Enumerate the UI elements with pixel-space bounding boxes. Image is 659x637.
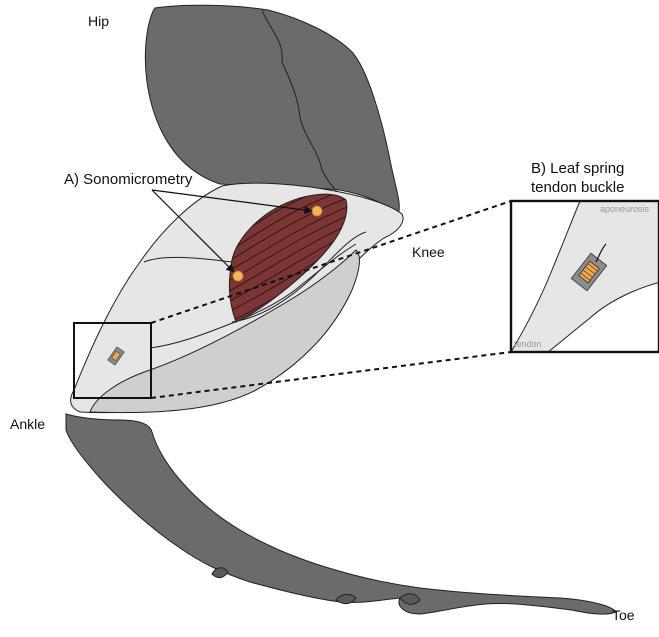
label-sonomicrometry: A) Sonomicrometry	[64, 171, 193, 188]
label-leaf-spring-line2: tendon buckle	[531, 179, 624, 196]
label-aponeurosis: aponeurosis	[600, 204, 650, 214]
label-toe: Toe	[612, 607, 635, 623]
label-leaf-spring-line1: B) Leaf spring	[531, 160, 624, 177]
label-hip: Hip	[88, 13, 109, 29]
foot-shape	[66, 414, 616, 614]
crystal-lower	[233, 271, 243, 281]
crystal-upper	[312, 206, 322, 216]
inset-panel	[511, 201, 659, 352]
label-knee: Knee	[412, 244, 445, 260]
label-tendon: tendon	[514, 339, 542, 349]
label-ankle: Ankle	[10, 416, 45, 432]
